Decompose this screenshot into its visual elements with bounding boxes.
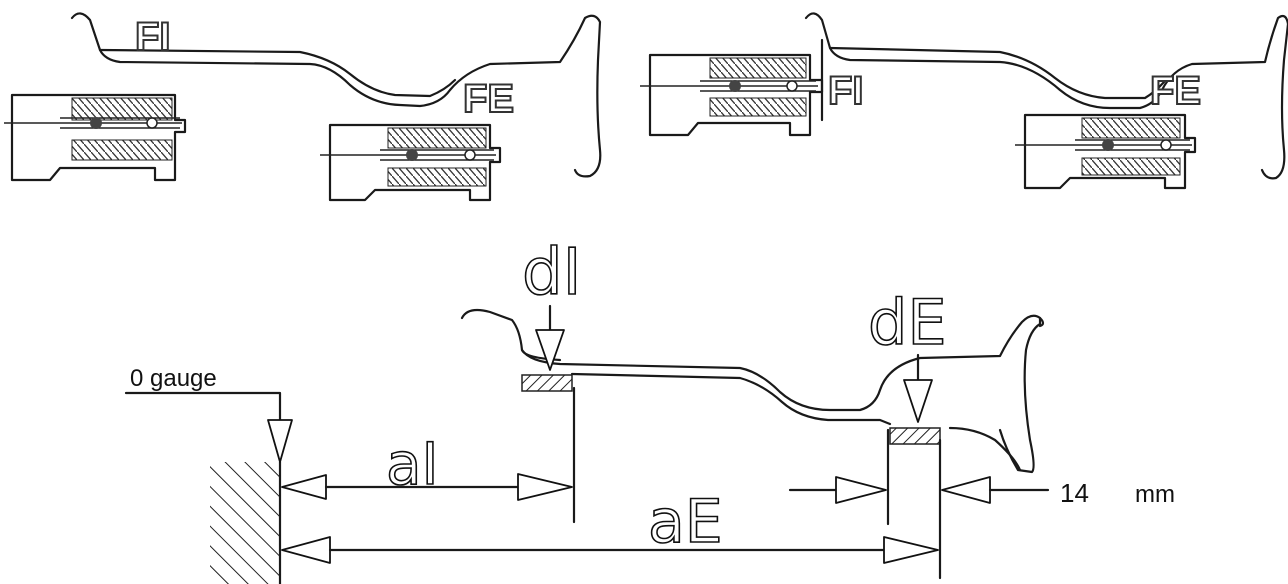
- gauge-arm: [320, 123, 502, 202]
- ae-right-arrow: [883, 536, 939, 564]
- label-fi: FI: [828, 69, 864, 113]
- label-di: dI: [522, 236, 582, 310]
- label-zero-gauge: 0 gauge: [130, 365, 217, 392]
- ai-left-arrow: [281, 474, 327, 500]
- label-ae: aE: [648, 487, 723, 557]
- offset-left-arrow: [835, 476, 887, 504]
- label-fe: FE: [1150, 69, 1201, 113]
- label-offset-value: 14: [1060, 478, 1089, 508]
- top-left-panel: FI FE: [4, 12, 602, 202]
- label-fi: FI: [135, 15, 171, 59]
- rim-profile: [804, 12, 1288, 180]
- zero-gauge-arrow: [267, 419, 293, 463]
- gauge-arm: [1015, 113, 1197, 190]
- ai-right-arrow: [517, 473, 573, 501]
- label-de: dE: [868, 286, 947, 359]
- label-offset-unit: mm: [1135, 481, 1175, 508]
- label-fe: FE: [463, 77, 514, 121]
- gauge-arm: [4, 93, 187, 182]
- weight-external: [889, 427, 941, 445]
- di-arrow: [535, 329, 565, 371]
- bottom-diagram: dI dE aI aE 0 gauge 14 mm: [124, 235, 1175, 584]
- rim-profile: [70, 12, 602, 178]
- label-ai: aI: [386, 430, 439, 498]
- ae-left-arrow: [281, 536, 331, 564]
- gauge-arm: [640, 38, 824, 137]
- offset-right-arrow: [941, 476, 991, 504]
- top-right-panel: FI FE: [640, 12, 1288, 190]
- zero-gauge-wall: [210, 462, 280, 584]
- weight-internal: [521, 374, 573, 392]
- de-arrow: [903, 379, 933, 423]
